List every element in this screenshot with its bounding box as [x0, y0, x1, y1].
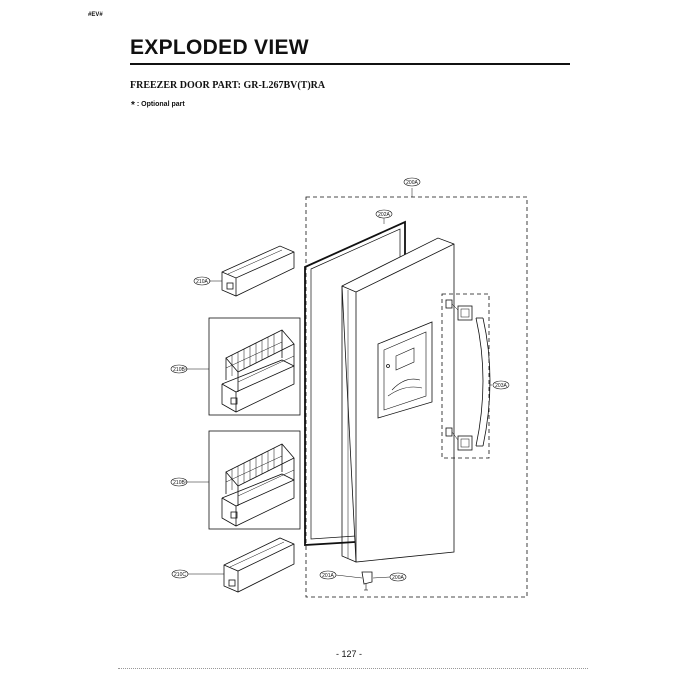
- title-rule: [130, 63, 570, 65]
- basket-boundary-lower: [208, 430, 301, 530]
- callout-gasket: 202A: [378, 212, 390, 218]
- wire-basket-lower: [221, 443, 295, 527]
- callout-basket-upper: 210B: [173, 367, 185, 373]
- section-subtitle: FREEZER DOOR PART: GR-L267BV(T)RA: [130, 80, 326, 91]
- door-bin-210c: [223, 537, 295, 593]
- door-panel: [341, 237, 455, 563]
- lower-hinge: [361, 571, 373, 591]
- optional-part-note: * : Optional part: [131, 98, 185, 111]
- callout-handle: 203A: [495, 383, 507, 389]
- callout-hinge-cap: 200A: [392, 575, 404, 581]
- door-handle: [445, 299, 491, 451]
- optional-star: *: [131, 100, 135, 111]
- basket-boundary-upper: [208, 317, 301, 416]
- handle-group-boundary: [441, 293, 490, 459]
- callout-basket-bottom: 210C: [174, 572, 186, 578]
- callout-leaders: [185, 188, 492, 579]
- corner-mark: #EV#: [88, 12, 103, 18]
- callout-ovals: [170, 177, 510, 582]
- page-title: EXPLODED VIEW: [130, 36, 309, 59]
- bottom-rule: [118, 668, 588, 669]
- callout-basket-lower: 210B: [173, 480, 185, 486]
- callout-basket-top: 210A: [196, 279, 208, 285]
- door-assembly-boundary: [305, 196, 528, 598]
- optional-note-text: : Optional part: [136, 101, 185, 108]
- dispenser-recess: [377, 321, 433, 419]
- callout-door-assembly: 200A: [406, 180, 418, 186]
- callout-hinge-lower: 201A: [322, 573, 334, 579]
- wire-basket-upper: [221, 329, 295, 413]
- page-number: - 127 -: [336, 649, 363, 659]
- door-bin-210a: [221, 245, 295, 297]
